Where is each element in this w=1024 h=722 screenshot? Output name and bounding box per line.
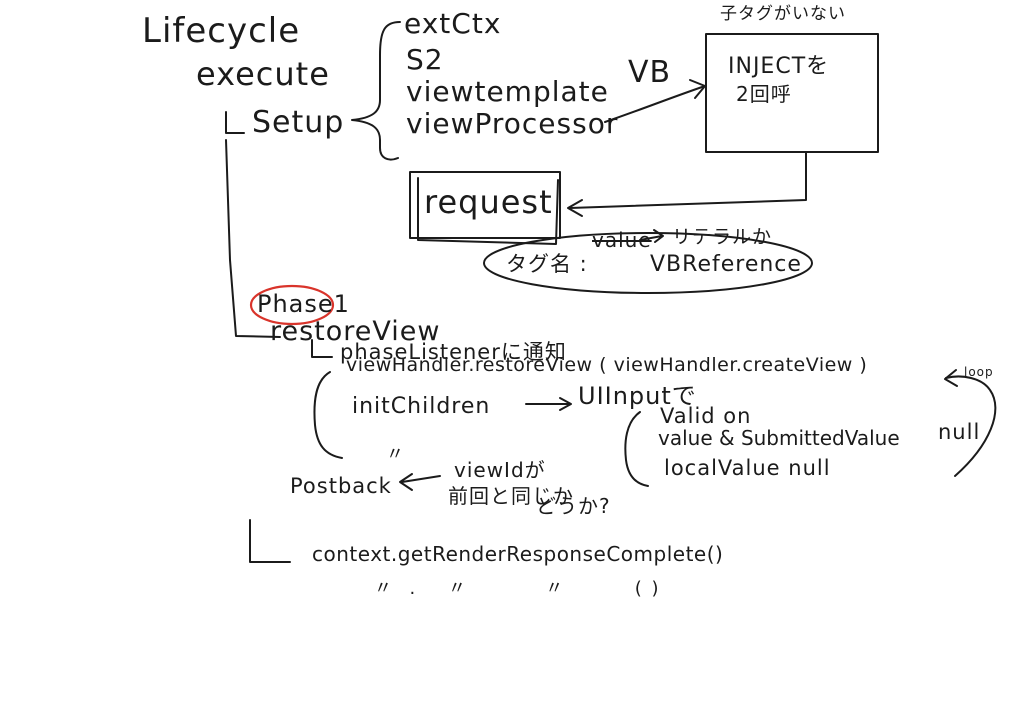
viewprocessor-label: viewProcessor <box>406 107 619 140</box>
inject-to-request-head <box>567 199 583 217</box>
context-render-label: context.getRenderResponseComplete() <box>312 542 724 566</box>
viewid-label: viewIdが <box>454 458 546 482</box>
douka-label: どうか? <box>536 494 611 518</box>
s2-label: S2 <box>406 43 444 76</box>
uiinput-label: UIInputで <box>578 382 697 410</box>
main-tree-line <box>225 139 281 338</box>
init-arrow <box>525 397 572 411</box>
value-submitted-label: value & SubmittedValue <box>658 426 900 450</box>
local-value-label: localValue null <box>664 456 831 480</box>
loop-arrow-head <box>944 369 958 387</box>
value-struck-label: value <box>592 228 652 252</box>
inject-line-1: INJECTを <box>728 54 830 79</box>
init-children-label: initChildren <box>352 394 491 419</box>
phase1-label: Phase1 <box>257 290 350 318</box>
tag-ellipse <box>483 232 813 294</box>
lifecycle-title: Lifecycle <box>142 11 301 51</box>
request-label: request <box>424 183 553 221</box>
viewtemplate-label: viewtemplate <box>406 75 609 108</box>
loop-curve <box>945 375 997 477</box>
setup-brace <box>351 21 401 161</box>
viewhandler-restore-label: viewHandler.restoreView ( viewHandler.cr… <box>346 354 868 376</box>
literal-or-label: リテラルか <box>672 226 773 248</box>
phase1-circle <box>249 284 335 326</box>
inject-box <box>705 33 879 153</box>
setup-corner <box>225 111 245 134</box>
restoreview-label: restoreView <box>270 316 441 347</box>
ditto-row: 〃 . 〃 〃 ( ) <box>374 578 661 599</box>
postback-label: Postback <box>290 474 392 498</box>
phase-listener-label: phaseListenerに通知 <box>340 340 567 364</box>
valid-on-label: Valid on <box>660 404 752 428</box>
request-box-outer <box>409 171 561 239</box>
setup-label: Setup <box>252 105 345 140</box>
request-box-inner <box>417 177 559 245</box>
phase-listener-corner <box>311 339 333 358</box>
same-as-last-label: 前回と同じか <box>448 484 574 508</box>
no-child-tag-note: 子タグがいない <box>720 4 846 24</box>
valid-bracket <box>624 411 649 487</box>
value-arrow <box>639 229 664 243</box>
vb-label: VB <box>628 55 672 90</box>
inject-to-request-line <box>569 151 807 209</box>
execute-label: execute <box>196 55 330 93</box>
tag-name-label: タグ名 : <box>506 252 588 276</box>
init-bracket <box>313 371 343 459</box>
extctx-label: extCtx <box>404 7 502 40</box>
postback-arrow <box>399 473 441 491</box>
null-right-label: null <box>938 420 981 444</box>
inject-line-2: 2回呼 <box>736 82 792 106</box>
loop-label: loop <box>964 365 994 379</box>
vb-arrow <box>604 85 706 123</box>
vbreference-label: VBReference <box>650 252 802 277</box>
ditto-mark: 〃 <box>386 444 405 465</box>
render-corner <box>249 519 291 563</box>
